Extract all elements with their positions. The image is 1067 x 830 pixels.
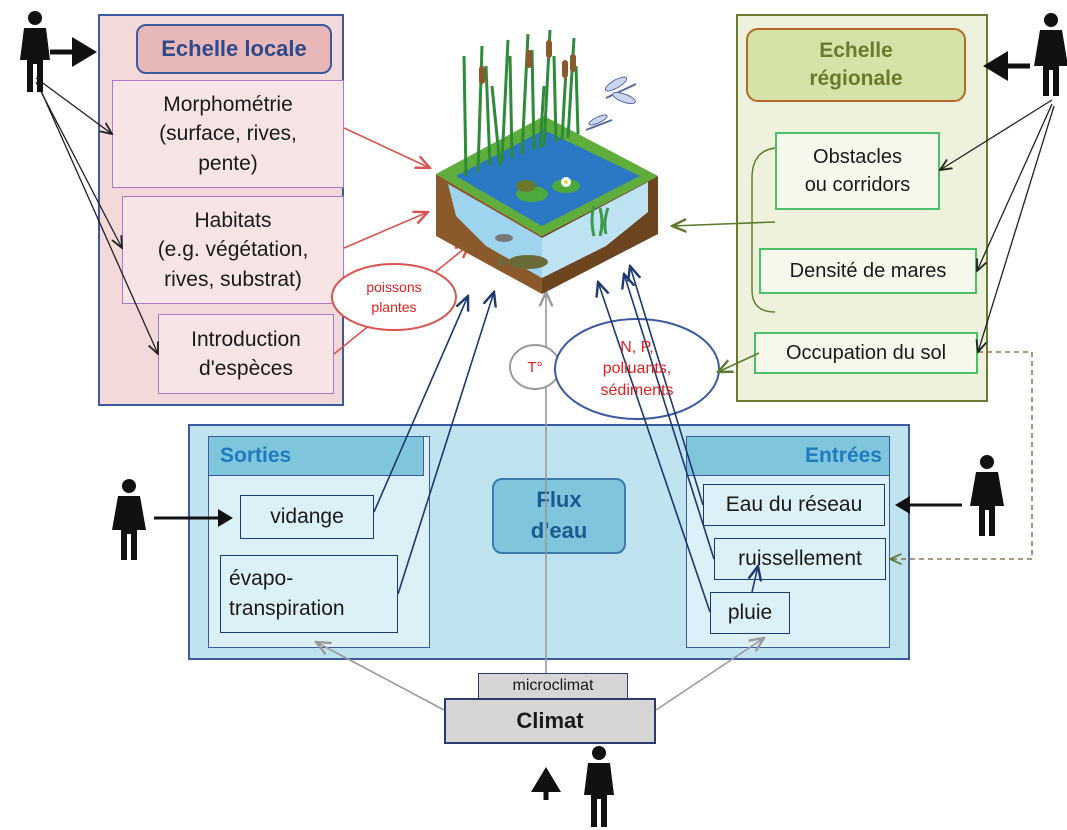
entree-pluie: pluie [710, 592, 790, 634]
regional-item-densite: Densité de mares [759, 248, 977, 294]
frog-icon [516, 180, 536, 192]
regional-item-occupation: Occupation du sol [754, 332, 978, 374]
sortie-evapotranspiration: évapo- transpiration [220, 555, 398, 633]
local-scale-title: Echelle locale [136, 24, 332, 74]
local-item-morphometrie: Morphométrie (surface, rives, pente) [112, 80, 344, 188]
local-item-introduction: Introduction d'espèces [158, 314, 334, 394]
entrees-title: Entrées [804, 444, 882, 467]
dragonfly-icon [604, 76, 637, 105]
fish-icon [508, 255, 548, 269]
regional-scale-title: Echelle régionale [746, 28, 966, 102]
person-icon [1034, 13, 1067, 96]
person-icon [112, 479, 146, 560]
pond-illustration-icon [436, 29, 658, 294]
microclimat-box: microclimat [478, 673, 628, 699]
flux-deau-label: Flux d'eau [492, 478, 626, 554]
climat-box: Climat [444, 698, 656, 744]
entrees-header [686, 436, 890, 476]
sorties-title: Sorties [220, 444, 292, 467]
entree-ruissellement: ruissellement [714, 538, 886, 580]
poissons-plantes-label: poissons plantes [366, 279, 422, 315]
entree-eau-du-reseau: Eau du réseau [703, 484, 885, 526]
person-icon [584, 746, 614, 827]
person-icon [20, 11, 50, 92]
person-icon [970, 455, 1004, 536]
sorties-header [208, 436, 424, 476]
sortie-vidange: vidange [240, 495, 374, 539]
regional-item-obstacles: Obstacles ou corridors [775, 132, 940, 210]
temperature-label: T° [527, 358, 543, 376]
nutrients-label: N, P, polluants, sédiments [600, 338, 674, 399]
local-item-habitats: Habitats (e.g. végétation, rives, substr… [122, 196, 344, 304]
